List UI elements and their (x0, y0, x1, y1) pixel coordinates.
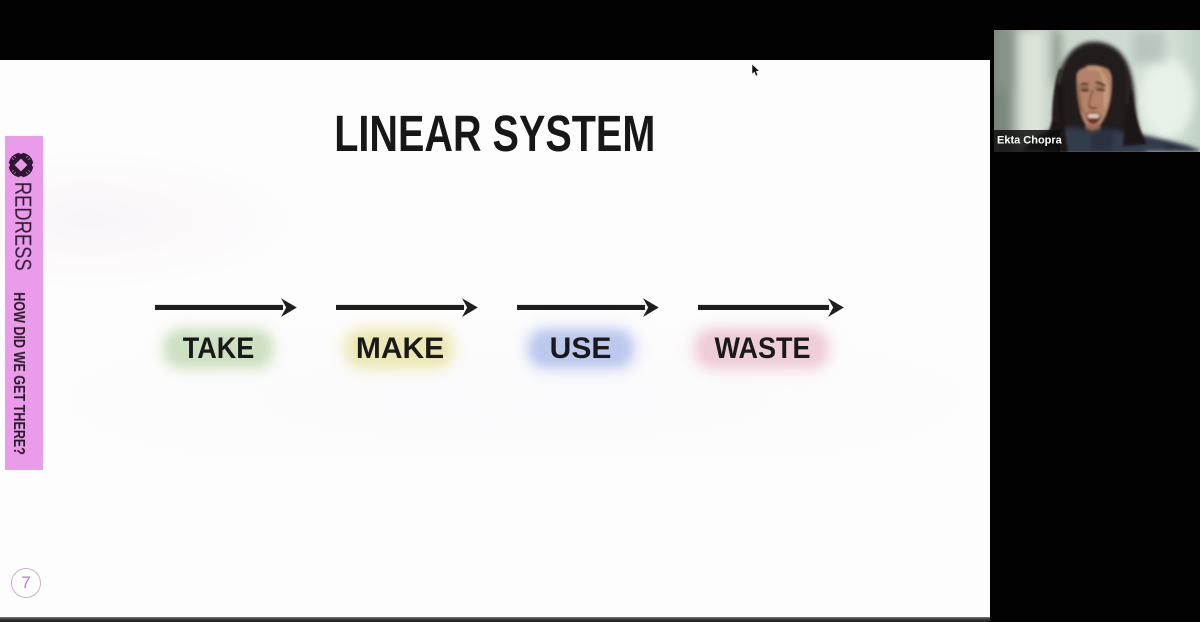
svg-text:Ekta Chopra: Ekta Chopra (997, 135, 1063, 147)
svg-text:REDRESS: REDRESS (10, 182, 35, 271)
svg-text:HOW DID WE GET THERE?: HOW DID WE GET THERE? (10, 292, 28, 455)
